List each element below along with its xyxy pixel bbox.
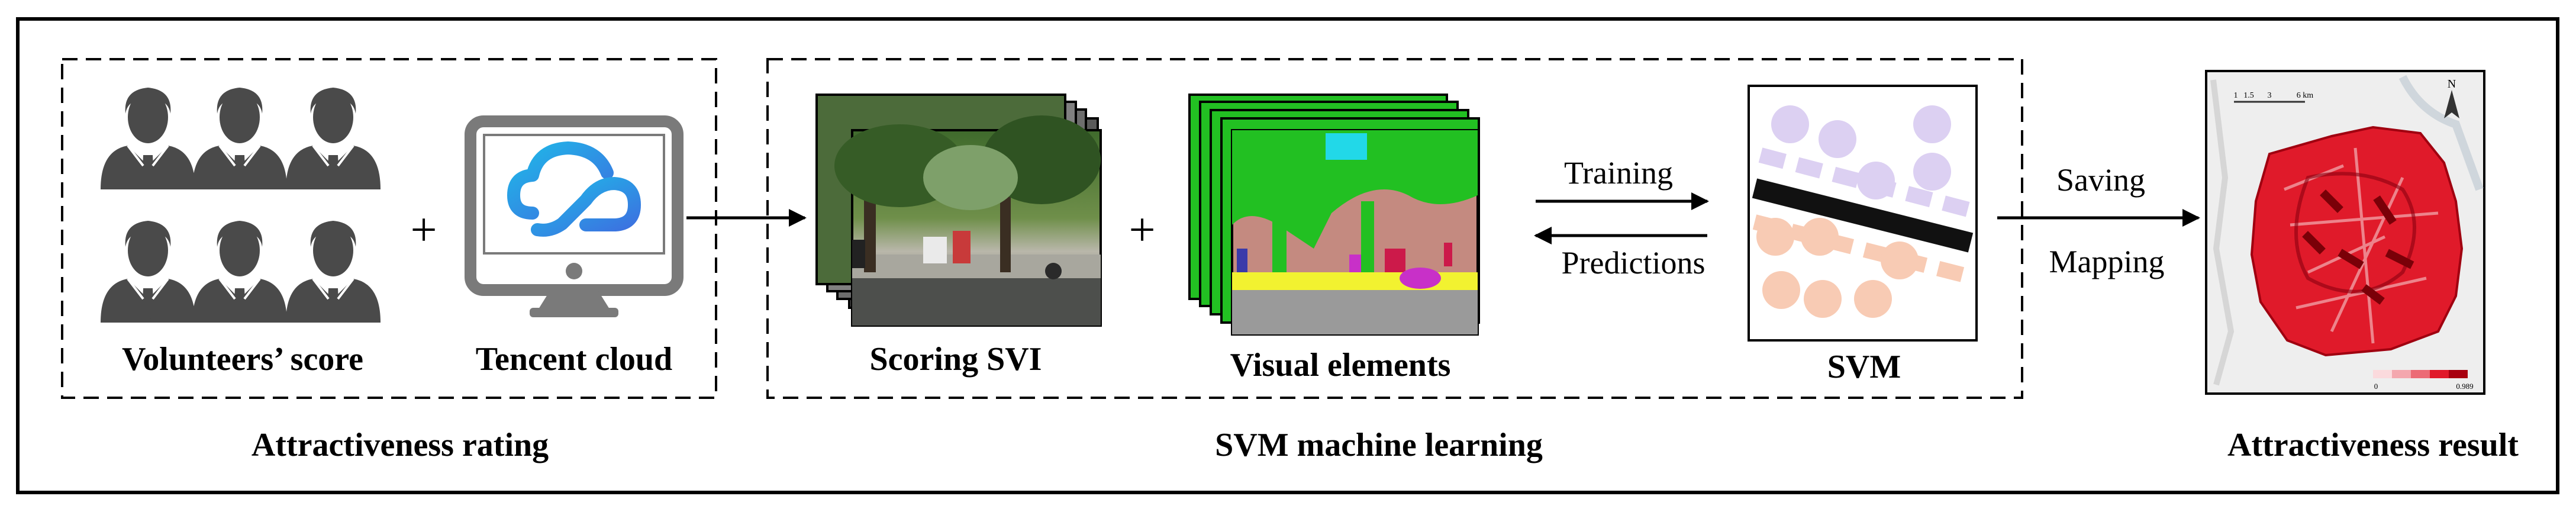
training-label: Training bbox=[1564, 155, 1673, 191]
svi-image-stack bbox=[815, 94, 1102, 327]
svm-illustration bbox=[1748, 85, 1978, 342]
legend-max: 0.989 bbox=[2456, 382, 2473, 391]
plus-sign-2: + bbox=[1129, 204, 1155, 256]
tencent-cloud-label: Tencent cloud bbox=[476, 341, 672, 378]
person-icon bbox=[191, 220, 288, 324]
learning-dashed-box bbox=[766, 58, 2023, 399]
map-legend: 0 0.989 bbox=[2373, 370, 2474, 391]
street-photo bbox=[834, 115, 1102, 327]
mapping-label: Mapping bbox=[2049, 244, 2165, 279]
person-icon bbox=[191, 86, 288, 191]
map-scale-tick: 1.5 bbox=[2243, 91, 2254, 100]
plus-sign: + bbox=[410, 204, 437, 256]
visual-elements-label: Visual elements bbox=[1230, 347, 1451, 384]
scoring-svi-label: Scoring SVI bbox=[870, 341, 1042, 378]
person-icon bbox=[99, 220, 196, 324]
segmentation-map bbox=[1231, 129, 1479, 336]
attractiveness-map: 1 1.5 3 6 km N 0 0.989 bbox=[2205, 70, 2485, 395]
person-icon bbox=[285, 220, 382, 324]
person-icon bbox=[285, 86, 382, 191]
map-scale-tick: 3 bbox=[2268, 91, 2272, 100]
volunteer-icons bbox=[99, 86, 382, 324]
map-scale-tick: 1 bbox=[2234, 91, 2238, 100]
attractiveness-result-label: Attractiveness result bbox=[2227, 427, 2519, 463]
attractiveness-rating-label: Attractiveness rating bbox=[252, 427, 549, 463]
outer-frame bbox=[16, 17, 2559, 494]
cloud-icon bbox=[507, 141, 641, 237]
legend-min: 0 bbox=[2374, 382, 2378, 391]
segmentation-image-stack bbox=[1188, 94, 1480, 336]
predictions-label: Predictions bbox=[1562, 245, 1705, 281]
svg-text:N: N bbox=[2448, 78, 2456, 91]
volunteers-score-label: Volunteers’ score bbox=[122, 341, 363, 378]
north-arrow-icon: N bbox=[2444, 78, 2459, 118]
map-scale-tick: 6 km bbox=[2297, 91, 2314, 100]
person-icon bbox=[99, 86, 196, 191]
svm-label: SVM bbox=[1827, 349, 1901, 385]
saving-label: Saving bbox=[2056, 162, 2145, 198]
svm-learning-label: SVM machine learning bbox=[1215, 427, 1543, 463]
